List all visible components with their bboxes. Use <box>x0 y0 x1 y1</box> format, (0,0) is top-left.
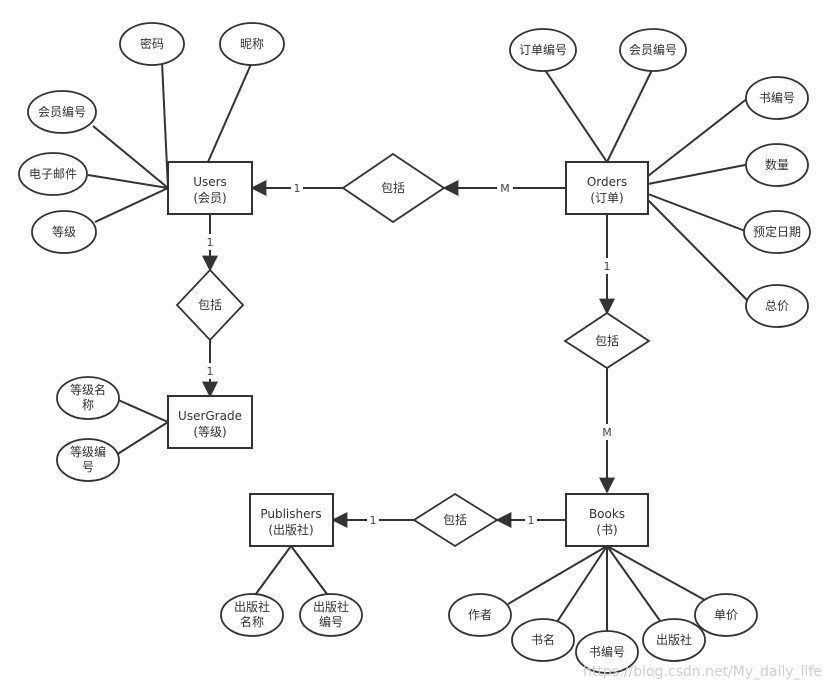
attribute-user-password: 密码 <box>119 22 185 66</box>
attribute-book-title-label: 书名 <box>531 632 555 647</box>
edge-order-member-id <box>606 69 653 163</box>
attribute-user-email-label: 电子邮件 <box>29 167 77 181</box>
entity-users: Users (会员) <box>167 161 253 215</box>
edge-order-date <box>647 193 749 233</box>
cardinality-books-publishers-publishers-side: 1 <box>370 514 377 527</box>
edge-publisher-name <box>252 545 292 599</box>
edge-order-total <box>647 199 753 306</box>
attribute-order-total: 总价 <box>745 284 809 328</box>
attribute-publisher-name-line1: 出版社 <box>234 599 270 614</box>
relationship-users-orders-label: 包括 <box>381 180 405 195</box>
entity-publishers-cn: (出版社) <box>268 522 313 537</box>
entity-books-cn: (书) <box>596 523 617 537</box>
entity-books-name: Books <box>589 507 625 521</box>
relationship-orders-books-label: 包括 <box>595 333 619 348</box>
entity-users-name: Users <box>193 175 227 189</box>
edge-book-title <box>554 545 608 626</box>
attribute-order-date: 预定日期 <box>743 210 811 254</box>
cardinality-labels: 1 M 1 1 1 M 1 1 <box>204 180 615 528</box>
attribute-book-id: 书编号 <box>575 630 639 674</box>
attribute-book-id-label: 书编号 <box>589 644 625 659</box>
edge-user-member-id <box>92 125 169 189</box>
attribute-user-level: 等级 <box>31 210 97 254</box>
attribute-publisher-id-line2: 编号 <box>319 614 343 629</box>
attribute-grade-id-line1: 等级编 <box>70 444 106 459</box>
attribute-book-publisher: 出版社 <box>642 618 706 662</box>
cardinality-users-orders-users-side: 1 <box>294 182 301 195</box>
attribute-publisher-id-line1: 出版社 <box>313 599 349 614</box>
entity-publishers: Publishers (出版社) <box>249 493 334 547</box>
connector-lines <box>87 61 753 632</box>
attribute-order-date-label: 预定日期 <box>753 224 801 239</box>
relationship-books-publishers-label: 包括 <box>443 512 467 527</box>
edge-user-email <box>87 174 169 189</box>
attribute-grade-name-line2: 称 <box>82 398 94 412</box>
edge-grade-id <box>115 421 169 456</box>
relationship-users-grade: 包括 <box>175 268 245 342</box>
attribute-user-nickname: 昵称 <box>219 22 285 66</box>
attribute-order-id: 订单编号 <box>509 28 577 72</box>
attribute-publisher-id: 出版社 编号 <box>299 593 363 637</box>
attribute-grade-name-line1: 等级名 <box>70 382 106 397</box>
relationship-users-orders: 包括 <box>341 152 446 224</box>
attribute-book-publisher-label: 出版社 <box>656 632 692 647</box>
entity-orders-name: Orders <box>587 175 627 189</box>
attribute-user-nickname-label: 昵称 <box>240 37 264 51</box>
attribute-publisher-name: 出版社 名称 <box>220 593 284 637</box>
attribute-grade-id: 等级编 号 <box>56 438 120 482</box>
attribute-order-book-id-label: 书编号 <box>759 90 795 105</box>
attribute-book-price-label: 单价 <box>714 608 738 622</box>
edge-user-nickname <box>207 61 253 163</box>
attribute-user-member-id-label: 会员编号 <box>38 104 86 119</box>
attribute-user-level-label: 等级 <box>52 225 76 239</box>
cardinality-users-grade-users-side: 1 <box>207 236 214 249</box>
edge-book-author <box>507 545 608 605</box>
attribute-user-member-id: 会员编号 <box>27 90 97 134</box>
attribute-order-quantity-label: 数量 <box>765 157 789 172</box>
edge-order-quantity <box>647 164 746 185</box>
attribute-order-book-id: 书编号 <box>745 76 809 120</box>
attribute-book-title: 书名 <box>511 618 575 662</box>
attribute-book-author: 作者 <box>448 593 512 637</box>
entity-usergrade-cn: (等级) <box>193 425 226 439</box>
relationship-orders-books: 包括 <box>563 311 651 370</box>
entity-orders: Orders (订单) <box>565 161 649 215</box>
relationship-users-grade-label: 包括 <box>198 297 222 312</box>
edge-publisher-id <box>290 545 331 599</box>
entity-usergrade: UserGrade (等级) <box>167 395 253 449</box>
attribute-order-member-id-label: 会员编号 <box>629 42 677 57</box>
edge-book-price <box>606 545 713 605</box>
attribute-order-id-label: 订单编号 <box>519 42 567 57</box>
relationship-books-publishers: 包括 <box>412 492 499 548</box>
attribute-book-price: 单价 <box>694 593 758 637</box>
cardinality-orders-books-orders-side: 1 <box>604 260 611 273</box>
edge-user-level <box>94 187 169 223</box>
edge-book-publisher <box>606 545 664 626</box>
edge-order-book-id <box>647 97 749 177</box>
entity-usergrade-name: UserGrade <box>178 409 242 423</box>
entity-publishers-name: Publishers <box>260 507 321 521</box>
entity-users-cn: (会员) <box>193 191 226 205</box>
cardinality-users-grade-grade-side: 1 <box>207 365 214 378</box>
edge-grade-name <box>115 398 169 423</box>
cardinality-users-orders-orders-side: M <box>500 182 510 195</box>
cardinality-orders-books-books-side: M <box>602 426 612 439</box>
watermark-text: https://blog.csdn.net/My_daily_life <box>583 664 822 680</box>
attribute-user-email: 电子邮件 <box>18 152 88 196</box>
entity-books: Books (书) <box>565 493 649 547</box>
attribute-order-total-label: 总价 <box>765 299 789 313</box>
attribute-grade-name: 等级名 称 <box>56 376 120 420</box>
attribute-order-member-id: 会员编号 <box>619 28 687 72</box>
attribute-book-author-label: 作者 <box>468 608 492 622</box>
attribute-publisher-name-line2: 名称 <box>240 614 264 629</box>
edge-order-id <box>544 69 608 163</box>
entity-orders-cn: (订单) <box>590 191 623 205</box>
attribute-order-quantity: 数量 <box>745 143 809 187</box>
attribute-grade-id-line2: 号 <box>82 460 94 474</box>
attribute-user-password-label: 密码 <box>140 36 164 51</box>
cardinality-books-publishers-books-side: 1 <box>528 514 535 527</box>
